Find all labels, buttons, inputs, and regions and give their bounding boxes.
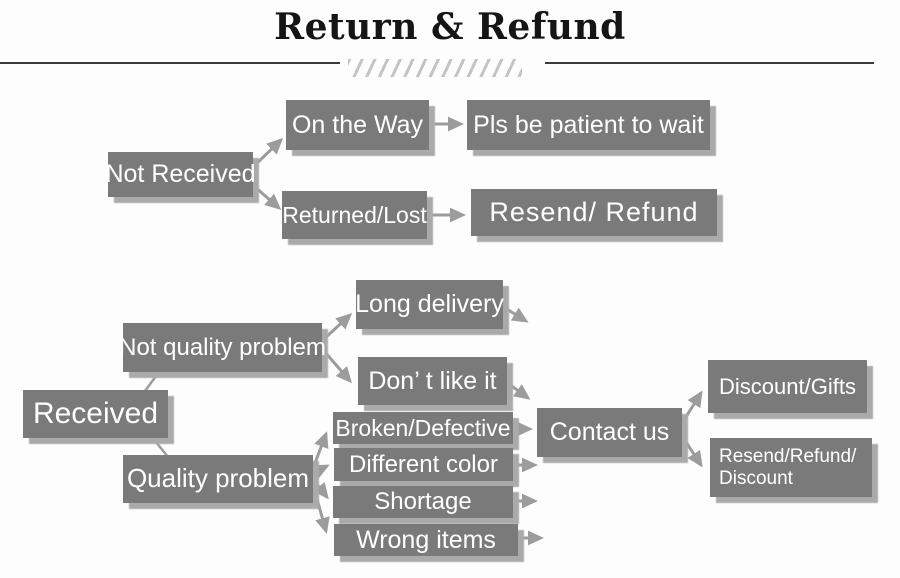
divider-left — [0, 62, 340, 64]
node-resend-refund: Resend/ Refund — [471, 189, 717, 236]
node-label: Not Received — [105, 160, 256, 189]
node-label: Not quality problem — [119, 333, 326, 361]
node-not-received: Not Received — [105, 152, 256, 197]
divider-right — [545, 62, 874, 64]
node-label: Different color — [349, 450, 498, 478]
node-label: Wrong items — [356, 525, 496, 554]
slash-decoration — [348, 59, 522, 77]
node-label: Pls be patient to wait — [473, 110, 704, 139]
node-dont-like-it: Don’ t like it — [358, 357, 507, 405]
node-label: Contact us — [549, 418, 670, 447]
node-wrong-items: Wrong items — [334, 524, 518, 556]
node-broken-defective: Broken/Defective — [333, 412, 513, 444]
node-resend-refund-discount: Resend/Refund/ Discount — [710, 438, 872, 497]
node-pls-be-patient: Pls be patient to wait — [467, 100, 710, 150]
node-shortage: Shortage — [333, 486, 513, 518]
node-label: Returned/Lost — [282, 201, 427, 228]
node-label: Discount/Gifts — [719, 373, 856, 399]
node-label: On the Way — [291, 110, 424, 139]
node-label: Resend/Refund/ Discount — [719, 445, 857, 489]
node-on-the-way: On the Way — [286, 100, 429, 150]
node-label: Shortage — [374, 488, 472, 516]
node-different-color: Different color — [334, 448, 513, 481]
node-contact-us: Contact us — [537, 408, 682, 457]
node-returned-lost: Returned/Lost — [282, 191, 427, 239]
node-label: Broken/Defective — [335, 414, 511, 441]
node-label: Resend/ Refund — [489, 197, 699, 228]
node-label: Long delivery — [355, 290, 504, 319]
node-long-delivery: Long delivery — [355, 280, 504, 329]
node-received: Received — [23, 390, 168, 438]
node-label: Don’ t like it — [368, 366, 497, 395]
page-title: Return & Refund — [274, 6, 626, 48]
node-discount-gifts: Discount/Gifts — [708, 360, 867, 413]
node-label: Received — [32, 397, 159, 431]
node-label: Quality problem — [126, 463, 310, 494]
node-quality-problem: Quality problem — [123, 455, 313, 503]
node-not-quality-problem: Not quality problem — [119, 323, 326, 372]
